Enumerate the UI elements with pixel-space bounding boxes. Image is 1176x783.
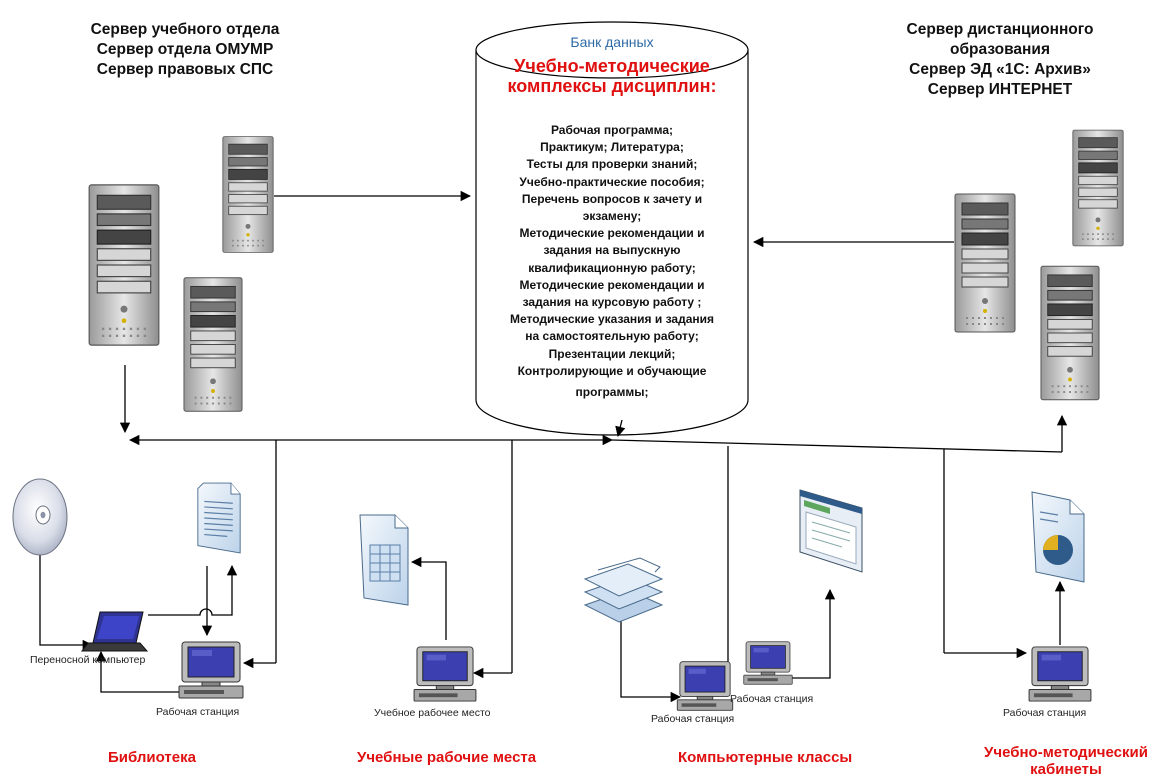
databank-item: экзамену;: [582, 209, 642, 224]
place-cabinet: Учебно-методический кабинеты: [966, 744, 1166, 778]
place-study: Учебные рабочие места: [357, 749, 537, 766]
databank-item: на самостоятельную работу;: [525, 329, 699, 344]
workstation-label: Рабочая станция: [730, 693, 814, 705]
databank-item: задания на выпускную: [543, 243, 681, 258]
spreadsheet-icon: [359, 514, 409, 606]
web-page-icon: [799, 489, 863, 573]
databank-item: Методические рекомендации и: [519, 277, 705, 292]
server-icon: [88, 184, 160, 346]
database-cylinder: [475, 21, 749, 436]
databank-item: Методические рекомендации и: [519, 226, 705, 241]
databank-item: Перечень вопросов к зачету и: [521, 191, 703, 206]
databank-item: Контролирующие и обучающие: [517, 363, 707, 378]
databank-heading: Учебно-методические комплексы дисциплин:: [475, 56, 749, 96]
place-cabinet-line: Учебно-методический: [984, 744, 1148, 761]
server-icon: [183, 277, 243, 412]
databank-heading-line: комплексы дисциплин:: [507, 76, 717, 96]
databank-item: программы;: [575, 385, 649, 400]
right-server-name: Сервер дистанционного: [906, 21, 1094, 38]
workstation-icon: [676, 661, 734, 711]
right-server-name: Сервер ИНТЕРНЕТ: [927, 81, 1073, 98]
cd-icon: [12, 478, 68, 556]
left-server-name: Сервер отдела ОМУМР: [96, 41, 274, 58]
databank-item: Тесты для проверки знаний;: [526, 157, 698, 172]
document-icon: [197, 482, 241, 554]
right-servers-caption: Сервер дистанционного образования Сервер…: [880, 20, 1120, 100]
server-icon: [1040, 265, 1100, 401]
databank-item: Рабочая программа;: [550, 123, 674, 137]
databank-items: Рабочая программа; Практикум; Литература…: [475, 122, 749, 401]
workstation-label: Рабочая станция: [651, 713, 735, 725]
server-icon: [1072, 129, 1124, 247]
databank-item: Презентации лекций;: [548, 346, 676, 361]
laptop-icon: [81, 611, 149, 652]
databank-item: Методические указания и задания: [510, 312, 714, 327]
left-servers-caption: Сервер учебного отдела Сервер отдела ОМУ…: [70, 20, 300, 80]
left-server-name: Сервер учебного отдела: [90, 21, 280, 38]
databank-heading-line: Учебно-методические: [514, 56, 710, 76]
place-cabinet-line: кабинеты: [1030, 761, 1102, 778]
place-library: Библиотека: [108, 749, 196, 766]
workstation-icon: [413, 646, 477, 702]
workstation-label: Учебное рабочее место: [374, 707, 491, 719]
workstation-icon: [743, 641, 793, 685]
left-server-name: Сервер правовых СПС: [96, 61, 274, 78]
databank-item: задания на курсовую работу ;: [522, 295, 702, 310]
stack-of-pages-icon: [583, 557, 664, 623]
databank-item: квалификационную работу;: [528, 260, 696, 275]
server-icon: [222, 136, 274, 253]
databank-title: Банк данных: [570, 34, 654, 50]
right-server-name: образования: [950, 41, 1050, 58]
databank-item: Практикум; Литература;: [540, 140, 684, 155]
laptop-label: Переносной компьютер: [30, 654, 146, 666]
workstation-label: Рабочая станция: [156, 706, 240, 718]
workstation-icon: [1028, 646, 1092, 702]
place-classes: Компьютерные классы: [678, 749, 853, 766]
workstation-label: Рабочая станция: [1003, 707, 1087, 719]
workstation-icon: [178, 641, 244, 699]
right-server-name: Сервер ЭД «1С: Архив»: [909, 61, 1091, 78]
server-icon: [954, 193, 1016, 333]
databank-item: Учебно-практические пособия;: [519, 174, 705, 189]
pie-chart-report-icon: [1031, 491, 1085, 583]
